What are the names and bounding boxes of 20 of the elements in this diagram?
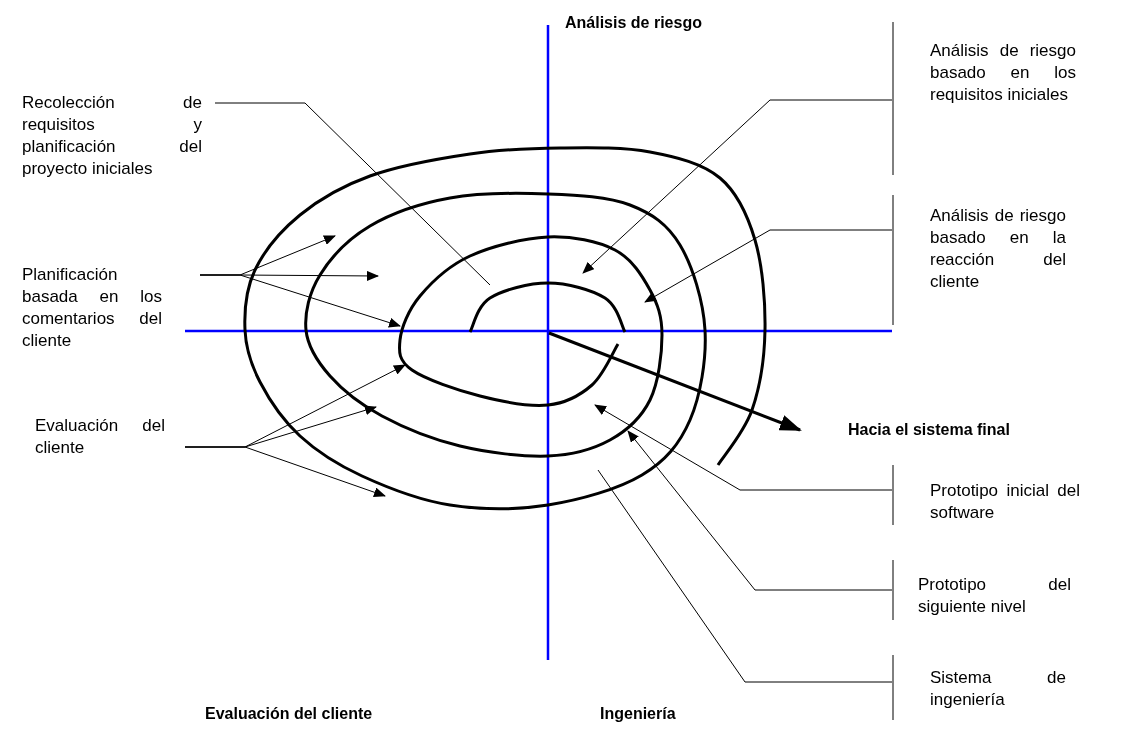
leader-line [597, 469, 893, 683]
callout-text: Planificación basada en los comentarios del cliente [22, 264, 162, 352]
arrow [627, 430, 893, 591]
arrow [199, 274, 401, 328]
arrow [644, 229, 893, 303]
callout-text: Análisis de riesgo basado en los requisitos iniciales [930, 40, 1076, 106]
callout-text: Sistema de ingeniería [930, 667, 1066, 711]
quadrant-title: Evaluación del cliente [205, 705, 373, 723]
arrow [594, 404, 893, 491]
direction-label: Hacia el sistema final [848, 421, 1010, 439]
arrow [184, 446, 386, 498]
quadrant-title: Análisis de riesgo [565, 14, 702, 32]
callout-text: Recolección de requisitos y planificación del proyecto iniciales [22, 92, 202, 180]
callout-text: Prototipo inicial del software [930, 480, 1080, 524]
arrow [582, 99, 893, 274]
callout-text: Evaluación del cliente [35, 415, 165, 459]
leader-line [214, 102, 491, 286]
callout-text: Prototipo del siguiente nivel [918, 574, 1071, 618]
callout-text: Análisis de riesgo basado en la reacción del cliente [930, 205, 1066, 293]
quadrant-title: Ingeniería [600, 705, 676, 723]
